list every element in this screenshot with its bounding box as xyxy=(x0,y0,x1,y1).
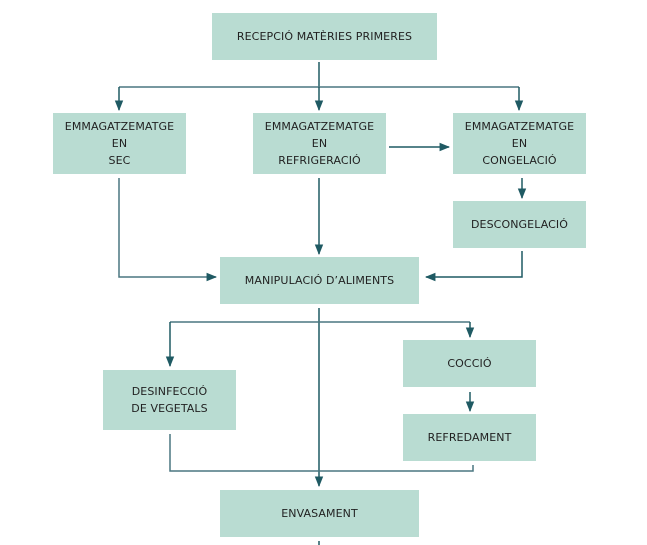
node-manipulacio-aliments[interactable]: MANIPULACIÓ D’ALIMENTS xyxy=(220,257,419,304)
node-desinfeccio-vegetals[interactable]: DESINFECCIÓ DE VEGETALS xyxy=(103,370,236,430)
node-label: MANIPULACIÓ D’ALIMENTS xyxy=(244,274,395,287)
node-envasament[interactable]: ENVASAMENT xyxy=(220,490,419,537)
node-label-line1: DESINFECCIÓ xyxy=(131,385,208,398)
edge-refredament-merge xyxy=(319,465,474,472)
edge-sec-manipulacio xyxy=(118,178,218,282)
edge-desinfeccio-merge xyxy=(169,434,319,472)
node-label: ENVASAMENT xyxy=(281,507,358,520)
node-recepcio-materies-primeres[interactable]: RECEPCIÓ MATÈRIES PRIMERES xyxy=(212,13,437,60)
node-label: RECEPCIÓ MATÈRIES PRIMERES xyxy=(236,30,413,43)
node-refredament[interactable]: REFREDAMENT xyxy=(403,414,536,461)
node-label-line2: CONGELACIÓ xyxy=(482,154,557,167)
node-coccio[interactable]: COCCIÓ xyxy=(403,340,536,387)
node-emmagatzematge-sec[interactable]: EMMAGATZEMATGE EN SEC xyxy=(53,113,186,174)
node-descongelacio[interactable]: DESCONGELACIÓ xyxy=(453,201,586,248)
node-label-line2: SEC xyxy=(108,154,131,167)
node-label: COCCIÓ xyxy=(447,357,492,370)
node-label-line1: EMMAGATZEMATGE EN xyxy=(64,120,175,150)
node-label: DESCONGELACIÓ xyxy=(470,218,569,231)
edge-descongelacio-manipulacio xyxy=(424,251,523,282)
node-emmagatzematge-congelacio[interactable]: EMMAGATZEMATGE EN CONGELACIÓ xyxy=(453,113,586,174)
node-label-line2: REFRIGERACIÓ xyxy=(278,154,361,167)
node-emmagatzematge-refrigeracio[interactable]: EMMAGATZEMATGE EN REFRIGERACIÓ xyxy=(253,113,386,174)
node-label: REFREDAMENT xyxy=(427,431,512,444)
node-label-line1: EMMAGATZEMATGE EN xyxy=(264,120,375,150)
node-label-line1: EMMAGATZEMATGE EN xyxy=(464,120,575,150)
node-label-line2: DE VEGETALS xyxy=(131,402,208,415)
